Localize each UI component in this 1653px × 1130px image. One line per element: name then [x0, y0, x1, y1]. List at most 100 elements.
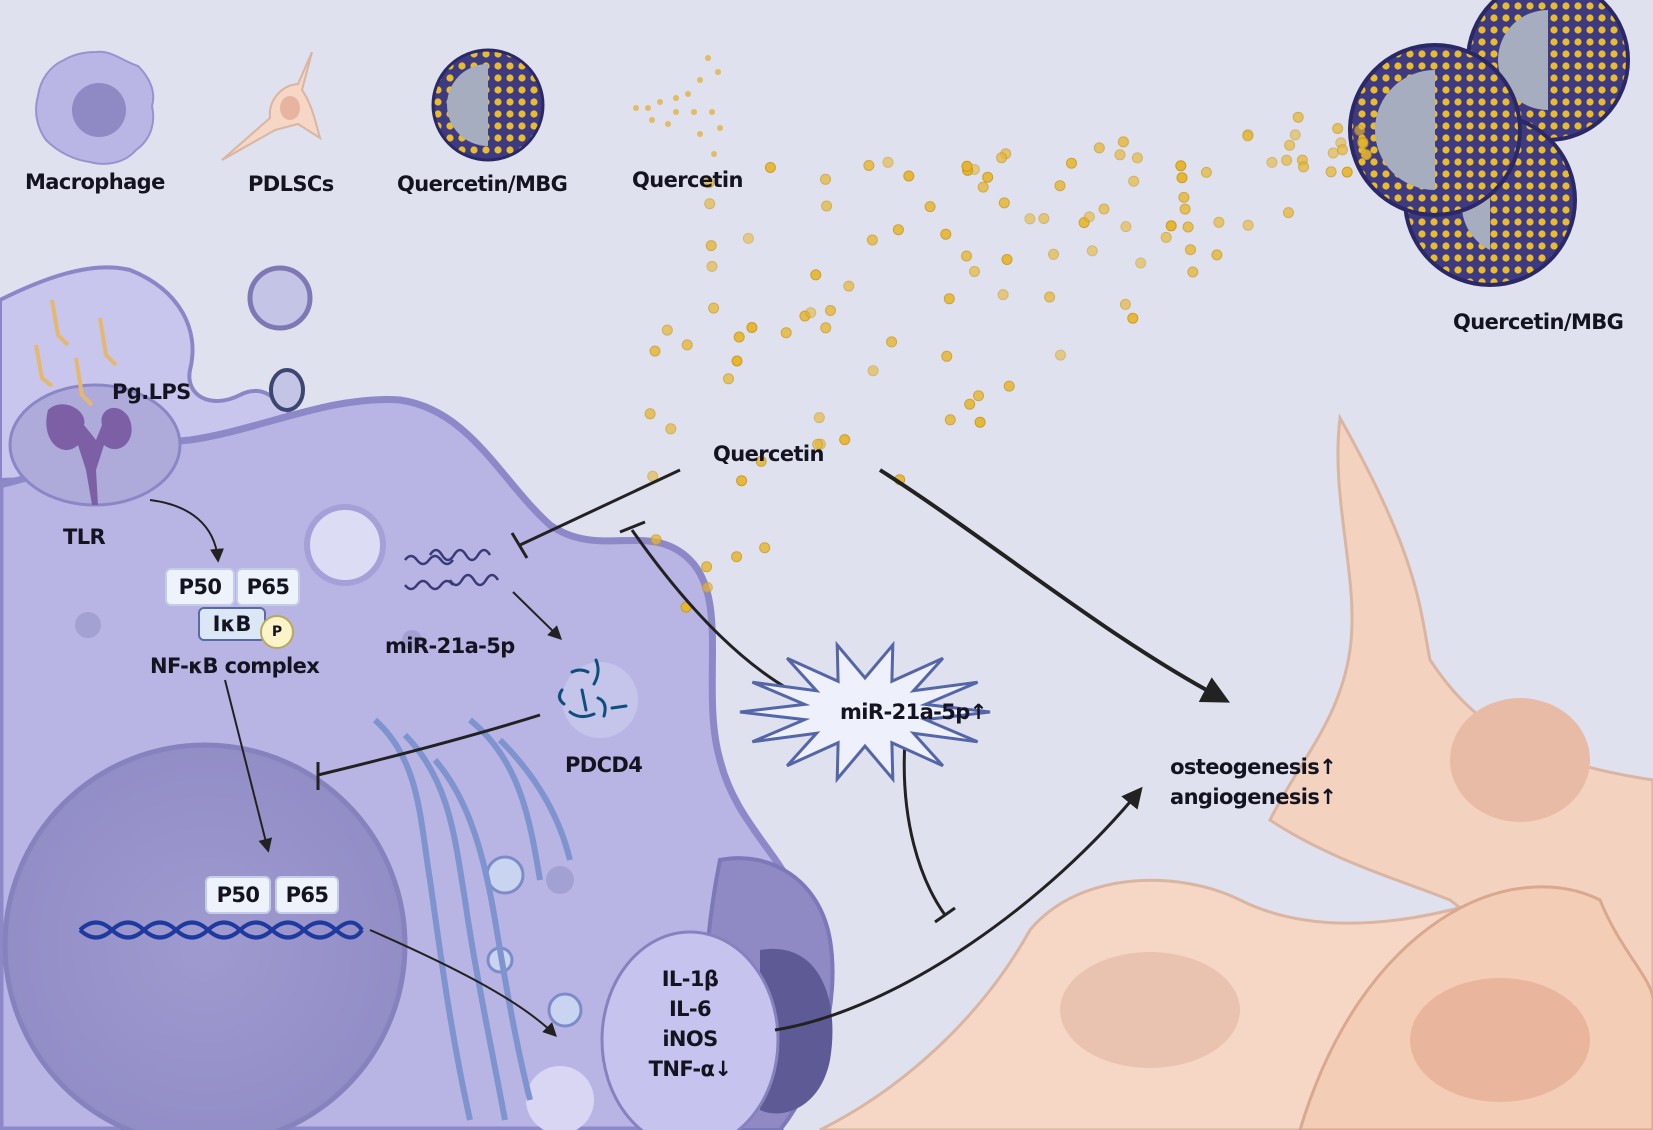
quercetin-particle [820, 322, 832, 334]
quercetin-particle [1086, 245, 1098, 257]
nanoparticle-icon [431, 48, 545, 162]
pdlsc-nucleus-lower-2 [1410, 978, 1590, 1102]
quercetin-particle [1098, 203, 1110, 215]
quercetin-label: Quercetin [713, 442, 824, 466]
quercetin-particle [812, 438, 824, 450]
legend-label-quercetin-mbg: Quercetin/MBG [397, 172, 568, 196]
quercetin-particle [1120, 221, 1132, 233]
quercetin-particle [665, 423, 677, 435]
quercetin-particle [820, 173, 831, 185]
quercetin-particle [1242, 219, 1254, 231]
quercetin-particle [1178, 191, 1190, 203]
arrow-tlr-to-nfkb [149, 499, 225, 563]
pdcd4-protein-icon [557, 658, 628, 719]
p50-box: P50 [165, 568, 235, 606]
quercetin-particle [1048, 248, 1059, 260]
quercetin-particle [941, 350, 953, 362]
vesicle [247, 265, 313, 331]
quercetin-particle [1044, 291, 1056, 303]
quercetin-particle [892, 224, 904, 236]
quercetin-particle [1360, 149, 1372, 161]
quercetin-particle [1054, 180, 1066, 192]
quercetin-particle [866, 234, 878, 246]
quercetin-particle [1292, 111, 1304, 123]
quercetin-particles-icon [633, 55, 723, 157]
inhibit-bar [934, 906, 956, 924]
dna-helix-icon [78, 920, 364, 940]
arrow-dna-to-cytokines [369, 929, 557, 1037]
quercetin-particle [961, 160, 973, 172]
quercetin-particle [1354, 124, 1366, 136]
quercetin-particle [810, 269, 822, 281]
quercetin-particle [1114, 149, 1126, 161]
quercetin-particle [805, 307, 817, 319]
quercetin-particle [943, 293, 955, 305]
quercetin-particle [746, 322, 758, 333]
outcome-osteogenesis: osteogenesis↑ [1170, 755, 1337, 779]
quercetin-particle [1083, 211, 1095, 223]
quercetin-particle [969, 266, 980, 277]
quercetin-particle [703, 177, 715, 189]
quercetin-particle [1242, 130, 1254, 142]
cytokine-il1b: IL-1β [661, 967, 719, 991]
quercetin-particle [1175, 160, 1187, 172]
quercetin-particle [961, 250, 972, 262]
vesicle [526, 1066, 594, 1130]
cytokine-tnfa: TNF-α↓ [648, 1057, 732, 1081]
vesicle [304, 504, 386, 586]
legend-label-quercetin: Quercetin [632, 168, 743, 192]
quercetin-particle [1357, 138, 1369, 150]
cytokine-inos: iNOS [662, 1027, 718, 1051]
mbg-particles [1348, 0, 1630, 287]
quercetin-particle [1003, 380, 1015, 392]
quercetin-particle [1325, 166, 1337, 178]
cytokine-vesicle [600, 930, 780, 1130]
quercetin-particle [681, 339, 693, 351]
quercetin-particle [964, 398, 976, 410]
pdlsc-nucleus-lower-1 [1060, 952, 1240, 1068]
quercetin-particle [1038, 213, 1050, 224]
quercetin-particle [944, 414, 956, 426]
quercetin-particle [1289, 129, 1301, 141]
endoplasmic-reticulum [373, 717, 573, 1121]
vesicle [75, 612, 101, 638]
quercetin-particle [843, 280, 855, 292]
quercetin-particle [1187, 266, 1199, 278]
quercetin-mbg-label: Quercetin/MBG [1453, 310, 1624, 334]
inhibit-mirna-up-down [902, 739, 947, 916]
quercetin-particle [1135, 257, 1147, 269]
vesicle [547, 992, 583, 1028]
quercetin-particle [1093, 142, 1105, 154]
nfkb-complex-label: NF-κB complex [150, 654, 320, 678]
quercetin-particle [1179, 203, 1191, 215]
quercetin-particle [1119, 298, 1131, 310]
cytokines-label: IL-1β IL-6 iNOS TNF-α↓ [630, 964, 750, 1084]
inhibit-pdcd4-nfkb [317, 713, 541, 777]
quercetin-particle [742, 232, 754, 244]
mirna-strands-icon [404, 548, 500, 591]
quercetin-particle [755, 455, 767, 467]
quercetin-particle [644, 408, 656, 420]
quercetin-particle [1185, 244, 1196, 256]
pg-lps-label: Pg.LPS [112, 380, 191, 404]
quercetin-particle [1266, 156, 1278, 168]
quercetin-particle [701, 581, 713, 593]
quercetin-particle [661, 324, 673, 336]
quercetin-particle [1131, 152, 1143, 164]
outcome-angiogenesis: angiogenesis↑ [1170, 785, 1337, 809]
macrophage-icon [35, 50, 155, 165]
quercetin-particle [1128, 175, 1140, 187]
vesicle [402, 630, 422, 650]
tlr-receptor-icon [46, 404, 132, 505]
quercetin-particle [813, 412, 825, 424]
p65-box: P65 [236, 568, 300, 606]
quercetin-particle [1160, 231, 1172, 243]
quercetin-particle [973, 390, 984, 402]
mbg-particle [1348, 43, 1522, 217]
arrow-cytokines-to-outcomes [774, 786, 1143, 1032]
quercetin-particle [1298, 161, 1309, 173]
quercetin-particle [886, 336, 898, 348]
mirna-up-label: miR-21a-5p↑ [840, 700, 987, 724]
lps-molecules-icon [34, 299, 118, 407]
inhibit-quercetin-mirna [519, 468, 681, 547]
